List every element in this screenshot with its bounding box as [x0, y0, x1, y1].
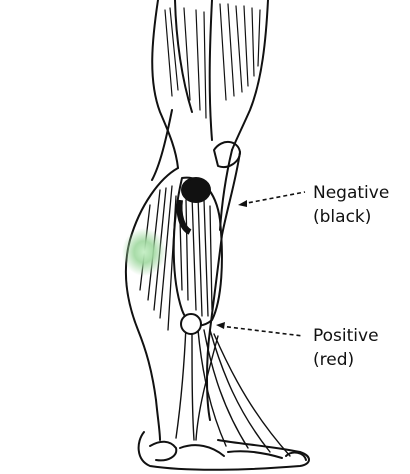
positive-color-label: (red)	[313, 349, 354, 371]
negative-electrode	[182, 178, 210, 202]
negative-label: Negative	[313, 182, 389, 204]
positive-label: Positive	[313, 325, 379, 347]
achilles-tendon	[156, 400, 160, 440]
positive-pointer-line	[220, 326, 303, 336]
foot-outline	[139, 432, 309, 470]
negative-color-label: (black)	[313, 206, 371, 228]
negative-pointer-arrow	[238, 200, 247, 207]
negative-pointer-line	[242, 192, 305, 204]
positive-pointer-arrow	[216, 322, 225, 329]
positive-electrode	[181, 314, 201, 334]
reference-pad-glow	[122, 228, 166, 276]
knee-cap	[214, 142, 240, 167]
